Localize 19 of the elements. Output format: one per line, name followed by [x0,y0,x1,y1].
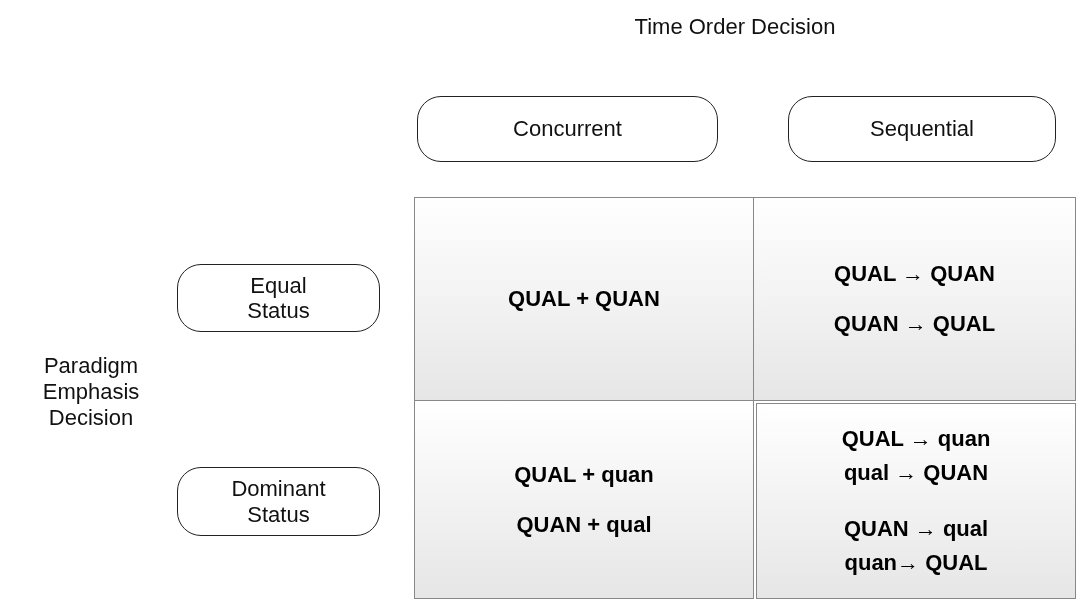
rounded-header-box: Sequential [788,96,1056,162]
formula-text: QUAN → qual [843,516,989,542]
formula-text: QUAL + QUAN [508,286,660,312]
formula-text: QUAN + qual [516,511,652,538]
matrix-cell [753,197,1076,401]
formula-text: QUAL → quan [841,426,991,452]
rounded-header-box: Concurrent [417,96,718,162]
matrix-cell [414,400,754,599]
rounded-row-box: Dominant Status [177,467,380,536]
matrix-cell [756,403,1076,599]
rounded-row-box: Equal Status [177,264,380,332]
formula-text: QUAN → QUAL [833,311,996,337]
axis-heading: Time Order Decision [633,14,837,40]
formula-text: quan→ QUAL [844,550,988,576]
axis-heading: Paradigm Emphasis Decision [41,353,141,431]
formula-text: QUAL + quan [514,461,654,488]
formula-text: qual → QUAN [843,460,989,486]
matrix-cell [414,197,754,401]
formula-text: QUAL → QUAN [834,261,995,287]
